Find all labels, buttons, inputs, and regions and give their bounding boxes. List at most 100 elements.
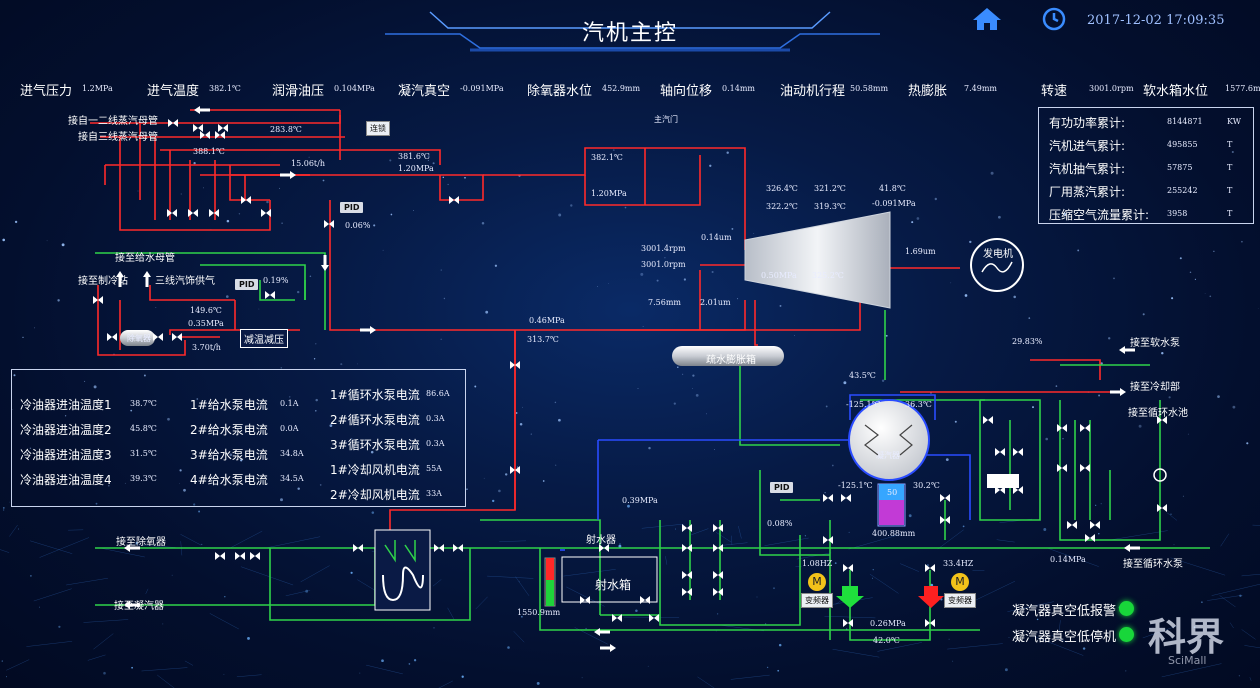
col3-value-0: 86.6A: [426, 389, 450, 398]
label-p9: -0.091MPa: [872, 199, 916, 208]
vfd-box-1[interactable]: 变频器: [801, 593, 833, 608]
flow-arrows: [116, 106, 1140, 652]
total-label-0: 有功功率累计:: [1049, 116, 1126, 130]
pid-button-3[interactable]: PID: [770, 482, 794, 493]
clock-icon: [1042, 7, 1066, 31]
measure-value-7: 7.49mm: [964, 84, 997, 93]
label-t14: -125.1℃: [846, 400, 881, 409]
label-rpm2: 3001.0rpm: [641, 260, 686, 269]
measure-value-3: -0.091MPa: [460, 84, 504, 93]
col3-value-1: 0.3A: [426, 414, 445, 423]
label-t15: 36.3℃: [905, 400, 932, 409]
total-label-3: 厂用蒸汽累计:: [1049, 185, 1126, 199]
label-ejector-tank: 射水箱: [595, 578, 632, 592]
label-t6: 326.4℃: [766, 184, 798, 193]
label-to-third: 三线汽饰供气: [155, 276, 215, 287]
label-p4: 1.20MPa: [591, 189, 627, 198]
datetime-display: 2017-12-02 17:09:35: [1087, 13, 1225, 28]
valve-group: [93, 119, 1167, 627]
col2-label-2: 3#给水泵电流: [190, 448, 268, 462]
label-t3: 381.6℃: [398, 152, 430, 161]
fan-icon: [1153, 468, 1167, 482]
col1-label-2: 冷油器进油温度3: [20, 448, 112, 462]
label-ejector: 射水器: [586, 535, 616, 546]
col3-label-4: 2#冷却风机电流: [330, 488, 420, 502]
total-label-1: 汽机进气累计:: [1049, 139, 1126, 153]
measure-value-2: 0.104MPa: [334, 84, 375, 93]
trip-vacuum-low-indicator: [1119, 627, 1134, 642]
measure-value-9: 1577.6mm: [1225, 84, 1260, 93]
drain-tank-vessel: [672, 346, 784, 366]
col2-value-3: 34.5A: [280, 474, 304, 483]
pump-skid: [987, 474, 1019, 488]
label-level-mm: 400.88mm: [872, 529, 916, 538]
measure-label-0: 进气压力: [20, 84, 73, 99]
label-t12: 313.7℃: [527, 335, 559, 344]
pid-button-1[interactable]: PID: [340, 202, 364, 213]
col3-label-3: 1#冷却风机电流: [330, 463, 420, 477]
measure-label-7: 热膨胀: [908, 84, 948, 99]
label-pipe1: 接自一二线蒸汽母管: [68, 116, 158, 127]
label-t7: 321.2℃: [814, 184, 846, 193]
label-circ-pool: 接至循环水池: [1128, 408, 1188, 419]
label-p3: 1.20MPa: [398, 164, 434, 173]
label-condenser: 凝汽器: [876, 451, 900, 460]
vfd-box-2[interactable]: 变频器: [944, 593, 976, 608]
measure-label-1: 进气温度: [147, 84, 200, 99]
motor-icon-2[interactable]: M: [951, 573, 969, 591]
label-vib: 1.69um: [905, 247, 936, 256]
col1-value-2: 31.5℃: [130, 449, 157, 458]
measure-label-3: 凝汽真空: [398, 84, 451, 99]
header-frame: [385, 11, 880, 52]
label-circ-pump: 接至循环水泵: [1123, 559, 1183, 570]
total-unit-1: T: [1227, 140, 1233, 149]
col1-value-0: 38.7℃: [130, 399, 157, 408]
total-unit-0: KW: [1227, 117, 1241, 126]
label-t10: 319.3℃: [814, 202, 846, 211]
label-pct1: 29.83%: [1012, 337, 1043, 346]
pid-button-2[interactable]: PID: [235, 279, 259, 290]
desuperheater-box[interactable]: 减温减压: [240, 329, 288, 348]
total-value-2: 57875: [1167, 163, 1193, 172]
label-pid3-val: 0.08%: [767, 519, 793, 528]
measure-label-6: 油动机行程: [780, 84, 846, 99]
motor-icon-1[interactable]: M: [808, 573, 826, 591]
label-soft-pump: 接至软水泵: [1130, 338, 1180, 349]
col3-label-2: 3#循环水泵电流: [330, 438, 420, 452]
label-pid1-val: 0.06%: [345, 221, 371, 230]
total-value-4: 3958: [1167, 209, 1188, 218]
total-label-4: 压缩空气流量累计:: [1049, 208, 1150, 222]
label-pid2-val: 0.19%: [263, 276, 289, 285]
turbine-body: [744, 211, 891, 309]
total-unit-2: T: [1227, 163, 1233, 172]
label-p5: 0.35MPa: [188, 319, 224, 328]
ejector-tank-box: [561, 556, 658, 603]
label-to-condenser: 接至凝汽器: [114, 601, 164, 612]
label-to-deaerator: 接至除氧器: [116, 537, 166, 548]
label-tank-level: 1550.9mm: [517, 608, 561, 617]
label-t18: 42.0℃: [873, 636, 900, 645]
sine-icon: [981, 261, 1013, 273]
label-flow2: 3.70t/h: [192, 343, 221, 352]
label-p10: 0.50MPa: [761, 271, 797, 280]
col3-value-3: 55A: [426, 464, 442, 473]
measure-value-5: 0.14mm: [722, 84, 755, 93]
generator-symbol: [970, 238, 1024, 292]
pump-arrow-red-icon: [918, 586, 944, 608]
label-deaerator: 除氧器: [127, 334, 151, 343]
label-t4: 382.1℃: [591, 153, 623, 162]
measure-label-9: 软水箱水位: [1143, 84, 1209, 99]
label-feedwater-main: 接至给水母管: [115, 253, 175, 264]
label-rpm1: 3001.4rpm: [641, 244, 686, 253]
col3-label-1: 2#循环水泵电流: [330, 413, 420, 427]
label-t5: 149.6℃: [190, 306, 222, 315]
label-t9: 322.2℃: [766, 202, 798, 211]
label-main-valve: 主汽门: [654, 115, 678, 124]
total-label-2: 汽机抽气累计:: [1049, 162, 1126, 176]
interlock-button[interactable]: 连锁: [366, 121, 390, 136]
col2-label-0: 1#给水泵电流: [190, 398, 268, 412]
home-icon[interactable]: [971, 6, 1003, 32]
